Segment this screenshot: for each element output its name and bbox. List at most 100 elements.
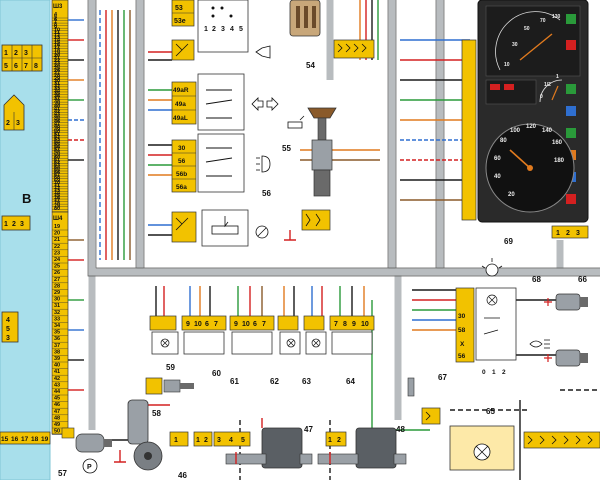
harness-pin-number: 32 xyxy=(54,310,60,316)
bottom-connector-pin: 4 xyxy=(229,437,233,444)
component-68: 68 30 58 X 56 0 1 2 xyxy=(455,258,550,376)
harness-pin-number: 25 xyxy=(54,264,60,270)
speedo-tick: 140 xyxy=(542,128,553,134)
harness-pin-number: 42 xyxy=(54,376,60,382)
harness-pin-number: 47 xyxy=(54,409,60,415)
harness-pin-number: 24 xyxy=(54,63,61,69)
light-terminal: 30 xyxy=(178,145,186,152)
harness-pin-number: 69 xyxy=(54,178,60,184)
speedo-tick: 20 xyxy=(508,192,515,198)
wiper-terminal: 49aR xyxy=(173,87,189,94)
wiper-terminal: 49a xyxy=(175,101,186,108)
harness-pin-number: 4 xyxy=(54,12,58,18)
component-56-label: 56 xyxy=(262,189,271,198)
component-48-actuator: 48 xyxy=(317,425,407,469)
switch-pin: 9 xyxy=(234,321,238,328)
cluster-pin: 3 xyxy=(576,230,580,237)
harness-pin-number: 27 xyxy=(54,71,60,77)
component-62-label: 62 xyxy=(270,377,279,386)
harness-pin-number: 36 xyxy=(54,94,60,100)
harness-block-label: Ш3 xyxy=(53,4,63,10)
harness-pin-number: 22 xyxy=(54,58,60,64)
harness-pin-number: 8 xyxy=(54,22,57,28)
left-conn-d-pin: 5 xyxy=(6,326,10,333)
tach-tick: 130 xyxy=(552,14,561,20)
block68-terminal: 58 xyxy=(458,327,466,334)
harness-pin-number: 9 xyxy=(54,25,57,31)
harness-pin-number: 15 xyxy=(54,40,60,46)
harness-pin-number: 33 xyxy=(54,316,60,322)
harness-pin-number: 33 xyxy=(54,86,60,92)
harness-pin-number: 31 xyxy=(54,81,60,87)
component-55-label: 55 xyxy=(282,144,291,153)
component-66-label: 66 xyxy=(578,275,587,284)
switch-pin: 8 xyxy=(343,321,347,328)
harness-pin-number: 36 xyxy=(54,336,60,342)
lighter-icon xyxy=(287,115,305,129)
bottom-connector-pin: 1 xyxy=(196,437,200,444)
ground-markers xyxy=(114,230,331,464)
switch-terminal-53e: 53e xyxy=(174,18,186,25)
bottom-connectors: 1 1 2 3 4 5 1 2 xyxy=(169,431,347,447)
switch-pin: 7 xyxy=(262,321,266,328)
speedo-tick: 160 xyxy=(552,140,563,146)
switch-row: 9 10 6 7 9 10 6 7 7 8 9 10 59 60 61 62 6… xyxy=(149,315,375,386)
bottom-connector-pin: 1 xyxy=(174,437,178,444)
harness-pin-number: 70 xyxy=(54,180,60,186)
bottom-connector-pin: 3 xyxy=(217,437,221,444)
harness-pin-number: 44 xyxy=(54,114,61,120)
component-57: 57 P xyxy=(58,427,112,478)
speedo-tick: 180 xyxy=(554,158,565,164)
harness-pin-number: 47 xyxy=(54,122,60,128)
component-65: 65 xyxy=(449,407,600,471)
component-58: 58 xyxy=(145,377,194,418)
left-conn-a-pin: 8 xyxy=(34,63,38,70)
harness-pin-number: 66 xyxy=(54,170,60,176)
bottom-connector-pin: 2 xyxy=(337,437,341,444)
harness-pin-number: 43 xyxy=(54,382,60,388)
component-63-label: 63 xyxy=(302,377,311,386)
harness-pin-number: 65 xyxy=(54,168,60,174)
harness-pin-number: 74 xyxy=(54,191,61,197)
harness-pin-number: 67 xyxy=(54,173,60,179)
harness-pin-number: 19 xyxy=(54,224,60,230)
left-conn-a-pin: 3 xyxy=(24,50,28,57)
harness-pin-number: 32 xyxy=(54,83,60,89)
bottom-pin: 15 xyxy=(1,436,9,443)
harness-pin-number: 35 xyxy=(54,330,60,336)
harness-pin-number: 49 xyxy=(54,422,60,428)
left-connector-c: 1 2 3 xyxy=(1,215,31,231)
left-harness: B xyxy=(0,0,51,480)
left-conn-a-pin: 2 xyxy=(14,50,18,57)
component-54-label: 54 xyxy=(306,61,315,70)
wiper-terminal: 49aL xyxy=(173,115,188,122)
block68-terminal: 56 xyxy=(458,353,466,360)
harness-pin-number: 72 xyxy=(54,185,60,191)
harness-pin-number: 50 xyxy=(54,129,60,135)
harness-pin-number: 24 xyxy=(54,257,61,263)
wire-bundles xyxy=(88,0,600,430)
fuel-gauge: 0 1/2 1 xyxy=(539,74,563,103)
light-terminal: 56a xyxy=(176,184,187,191)
speedometer: 20 40 60 80 100 120 140 160 180 xyxy=(485,123,575,213)
switch-lamp-icons xyxy=(160,338,321,348)
component-47-label: 47 xyxy=(304,425,313,434)
turn-signal-icon xyxy=(251,97,279,111)
component-61-label: 61 xyxy=(230,377,239,386)
bottom-pin: 17 xyxy=(21,436,29,443)
harness-pin-number: 6 xyxy=(54,17,57,23)
speedo-tick: 60 xyxy=(494,156,501,162)
left-conn-a-pin: 7 xyxy=(24,63,28,70)
bottom-pin: 16 xyxy=(11,436,19,443)
harness-pin-number: 76 xyxy=(54,196,60,202)
left-connector-d: 4 5 3 xyxy=(1,311,19,343)
switch-pin: 7 xyxy=(214,321,218,328)
harness-pin-number: 28 xyxy=(54,73,60,79)
harness-pin-number: 30 xyxy=(54,78,60,84)
harness-pin-number: 21 xyxy=(54,237,60,243)
left-conn-d-pin: 3 xyxy=(6,335,10,342)
harness-pin-number: 39 xyxy=(54,101,60,107)
harness-pin-number: 41 xyxy=(54,369,60,375)
speedo-tick: 40 xyxy=(494,174,501,180)
